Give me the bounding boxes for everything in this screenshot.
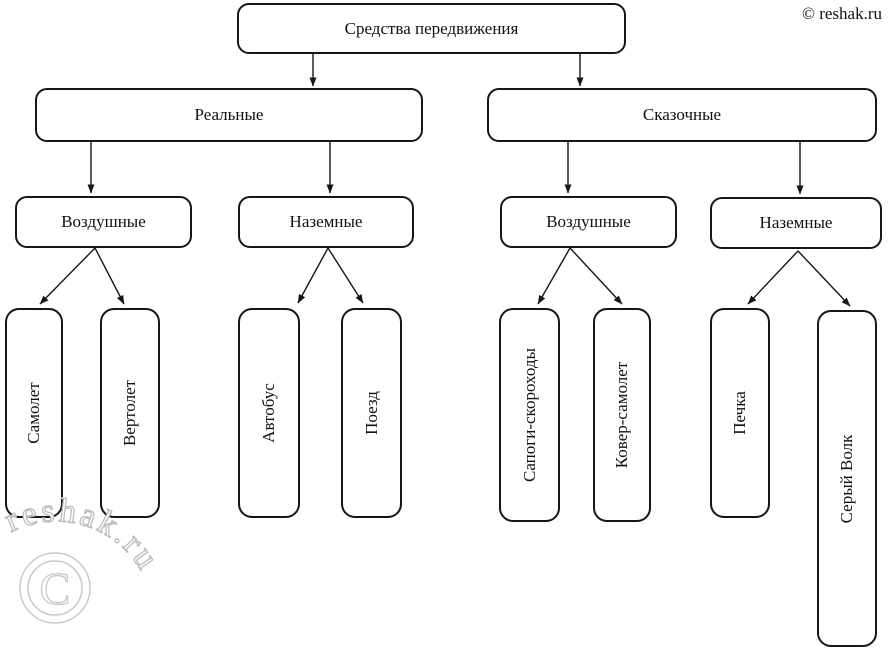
node-root-label: Средства передвижения (344, 18, 519, 38)
node-vertolet-label: Вертолет (120, 379, 139, 447)
copyright-outer-circle-icon (19, 552, 91, 624)
node-air-fairy: Воздушные (500, 196, 677, 248)
node-avtobus-label: Автобус (259, 383, 278, 443)
node-air-fairy-label: Воздушные (546, 212, 631, 231)
node-kover: Ковер-самолет (593, 308, 651, 522)
node-air-real-label: Воздушные (61, 212, 146, 231)
node-pechka: Печка (710, 308, 770, 518)
connector-air-vertolet (94, 247, 125, 305)
node-kover-label: Ковер-самолет (612, 361, 631, 469)
connector-ground-volk (797, 250, 851, 307)
node-ground-real-label: Наземные (289, 212, 363, 231)
node-samolet-label: Самолет (24, 382, 43, 444)
connector-air-kover (569, 247, 623, 305)
node-air-real: Воздушные (15, 196, 192, 248)
watermark-top-right: © reshak.ru (802, 4, 882, 23)
connector-ground-poezd (327, 247, 364, 304)
node-vertolet: Вертолет (100, 308, 160, 518)
copyright-inner-circle-icon (27, 560, 83, 616)
connector-air-sapogi (537, 247, 571, 305)
node-poezd-label: Поезд (361, 391, 381, 435)
node-fairy: Сказочные (487, 88, 877, 142)
node-ground-fairy: Наземные (710, 197, 882, 249)
node-pechka-label: Печка (730, 391, 749, 435)
node-ground-real: Наземные (238, 196, 414, 248)
node-volk: Серый Волк (817, 310, 877, 647)
node-real: Реальные (35, 88, 423, 142)
node-volk-label: Серый Волк (837, 434, 856, 523)
node-poezd: Поезд (341, 308, 402, 518)
node-sapogi: Сапоги-скороходы (499, 308, 560, 522)
node-sapogi-label: Сапоги-скороходы (519, 348, 539, 482)
node-avtobus: Автобус (238, 308, 300, 518)
node-samolet: Самолет (5, 308, 63, 518)
connector-air-samolet (39, 247, 96, 305)
node-real-label: Реальные (194, 105, 264, 124)
copyright-c-icon: C (40, 563, 71, 614)
node-ground-fairy-label: Наземные (759, 213, 833, 232)
connector-ground-pechka (747, 250, 799, 305)
node-fairy-label: Сказочные (642, 105, 722, 124)
node-root: Средства передвижения (237, 3, 626, 54)
connector-ground-avtobus (297, 247, 329, 304)
